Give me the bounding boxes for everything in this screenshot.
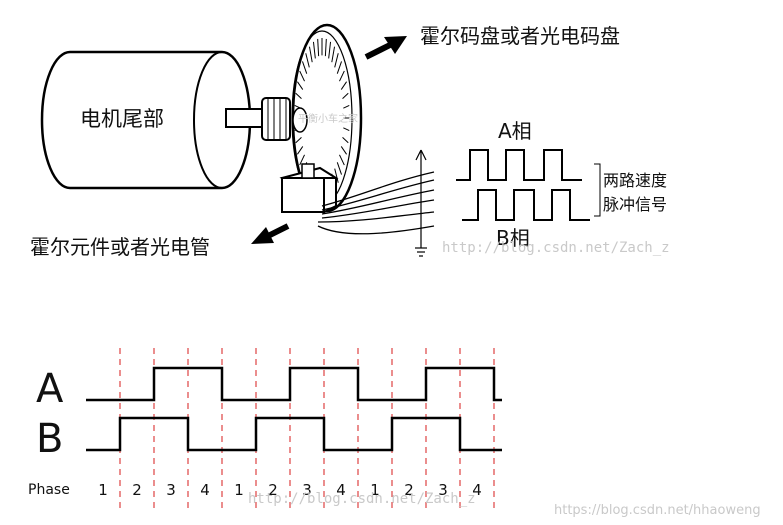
waveform-a [86, 366, 502, 402]
pulse-bracket [594, 163, 601, 217]
signal-b-label: B [36, 416, 63, 462]
disc-tick [302, 61, 308, 74]
phase-number: 3 [438, 481, 448, 499]
code-disc-label: 霍尔码盘或者光电码盘 [420, 24, 620, 48]
phase-numbers: 1 2 3 4 1 2 3 4 1 2 3 4 [98, 481, 482, 499]
disc-tick [317, 38, 320, 57]
phase-axis-label: Phase [28, 482, 70, 498]
disc-tick [334, 53, 339, 68]
phase-number: 2 [268, 481, 278, 499]
disc-tick [299, 154, 305, 166]
disc-tick [339, 70, 345, 82]
disc-tick [340, 81, 348, 90]
disc-tick [342, 92, 349, 100]
disc-tick [296, 81, 304, 90]
disc-tick [328, 41, 332, 59]
disc-tick [342, 136, 349, 144]
phase-b-label: B相 [496, 226, 530, 250]
phase-number: 1 [98, 481, 108, 499]
disc-tick [296, 146, 304, 155]
small-waveform-b [462, 189, 590, 221]
watermark-bottom-right: https://blog.csdn.net/hhaoweng [554, 503, 761, 518]
phase-number: 2 [404, 481, 414, 499]
probe-line [415, 149, 427, 257]
phase-number: 4 [200, 481, 210, 499]
disc-tick [308, 46, 313, 63]
disc-tick [340, 146, 348, 155]
watermark-top: http://blog.csdn.net/Zach_z [442, 240, 670, 256]
phase-number: 3 [302, 481, 312, 499]
disc-tick [343, 105, 350, 109]
disc-tick [312, 41, 316, 59]
disc-tick [299, 70, 305, 82]
disc-tick [336, 61, 342, 74]
disc-tick [295, 136, 302, 144]
disc-tick [295, 92, 302, 100]
disc-tick [305, 53, 310, 68]
phase-a-label: A相 [498, 119, 532, 143]
disc-tick [324, 38, 327, 57]
pulse-label-line1: 两路速度 [603, 171, 667, 190]
sensor-block [279, 163, 339, 214]
disc-tick [343, 127, 350, 131]
signal-a-label: A [36, 366, 64, 412]
phase-number: 1 [234, 481, 244, 499]
phase-number: 4 [336, 481, 346, 499]
disc-tick [331, 46, 336, 63]
disc-arrow [364, 36, 407, 60]
phase-number: 1 [370, 481, 380, 499]
disc-tick [334, 168, 339, 183]
disc-tick [336, 162, 342, 175]
sensor-label: 霍尔元件或者光电管 [30, 235, 210, 259]
sensor-arrow [251, 223, 290, 244]
small-waveform-a [456, 149, 582, 181]
disc-tick [339, 154, 345, 166]
phase-number: 2 [132, 481, 142, 499]
phase-number: 3 [166, 481, 176, 499]
motor-tail-label: 电机尾部 [80, 107, 164, 131]
disc-stamp-watermark: 平衡小车之家 [298, 112, 358, 125]
watermark-bottom-mid: http://blog.csdn.net/Zach_z [248, 491, 476, 507]
motor-illustration [40, 50, 291, 190]
pulse-label-line2: 脉冲信号 [603, 195, 667, 214]
waveform-b [86, 416, 502, 452]
phase-number: 4 [472, 481, 482, 499]
